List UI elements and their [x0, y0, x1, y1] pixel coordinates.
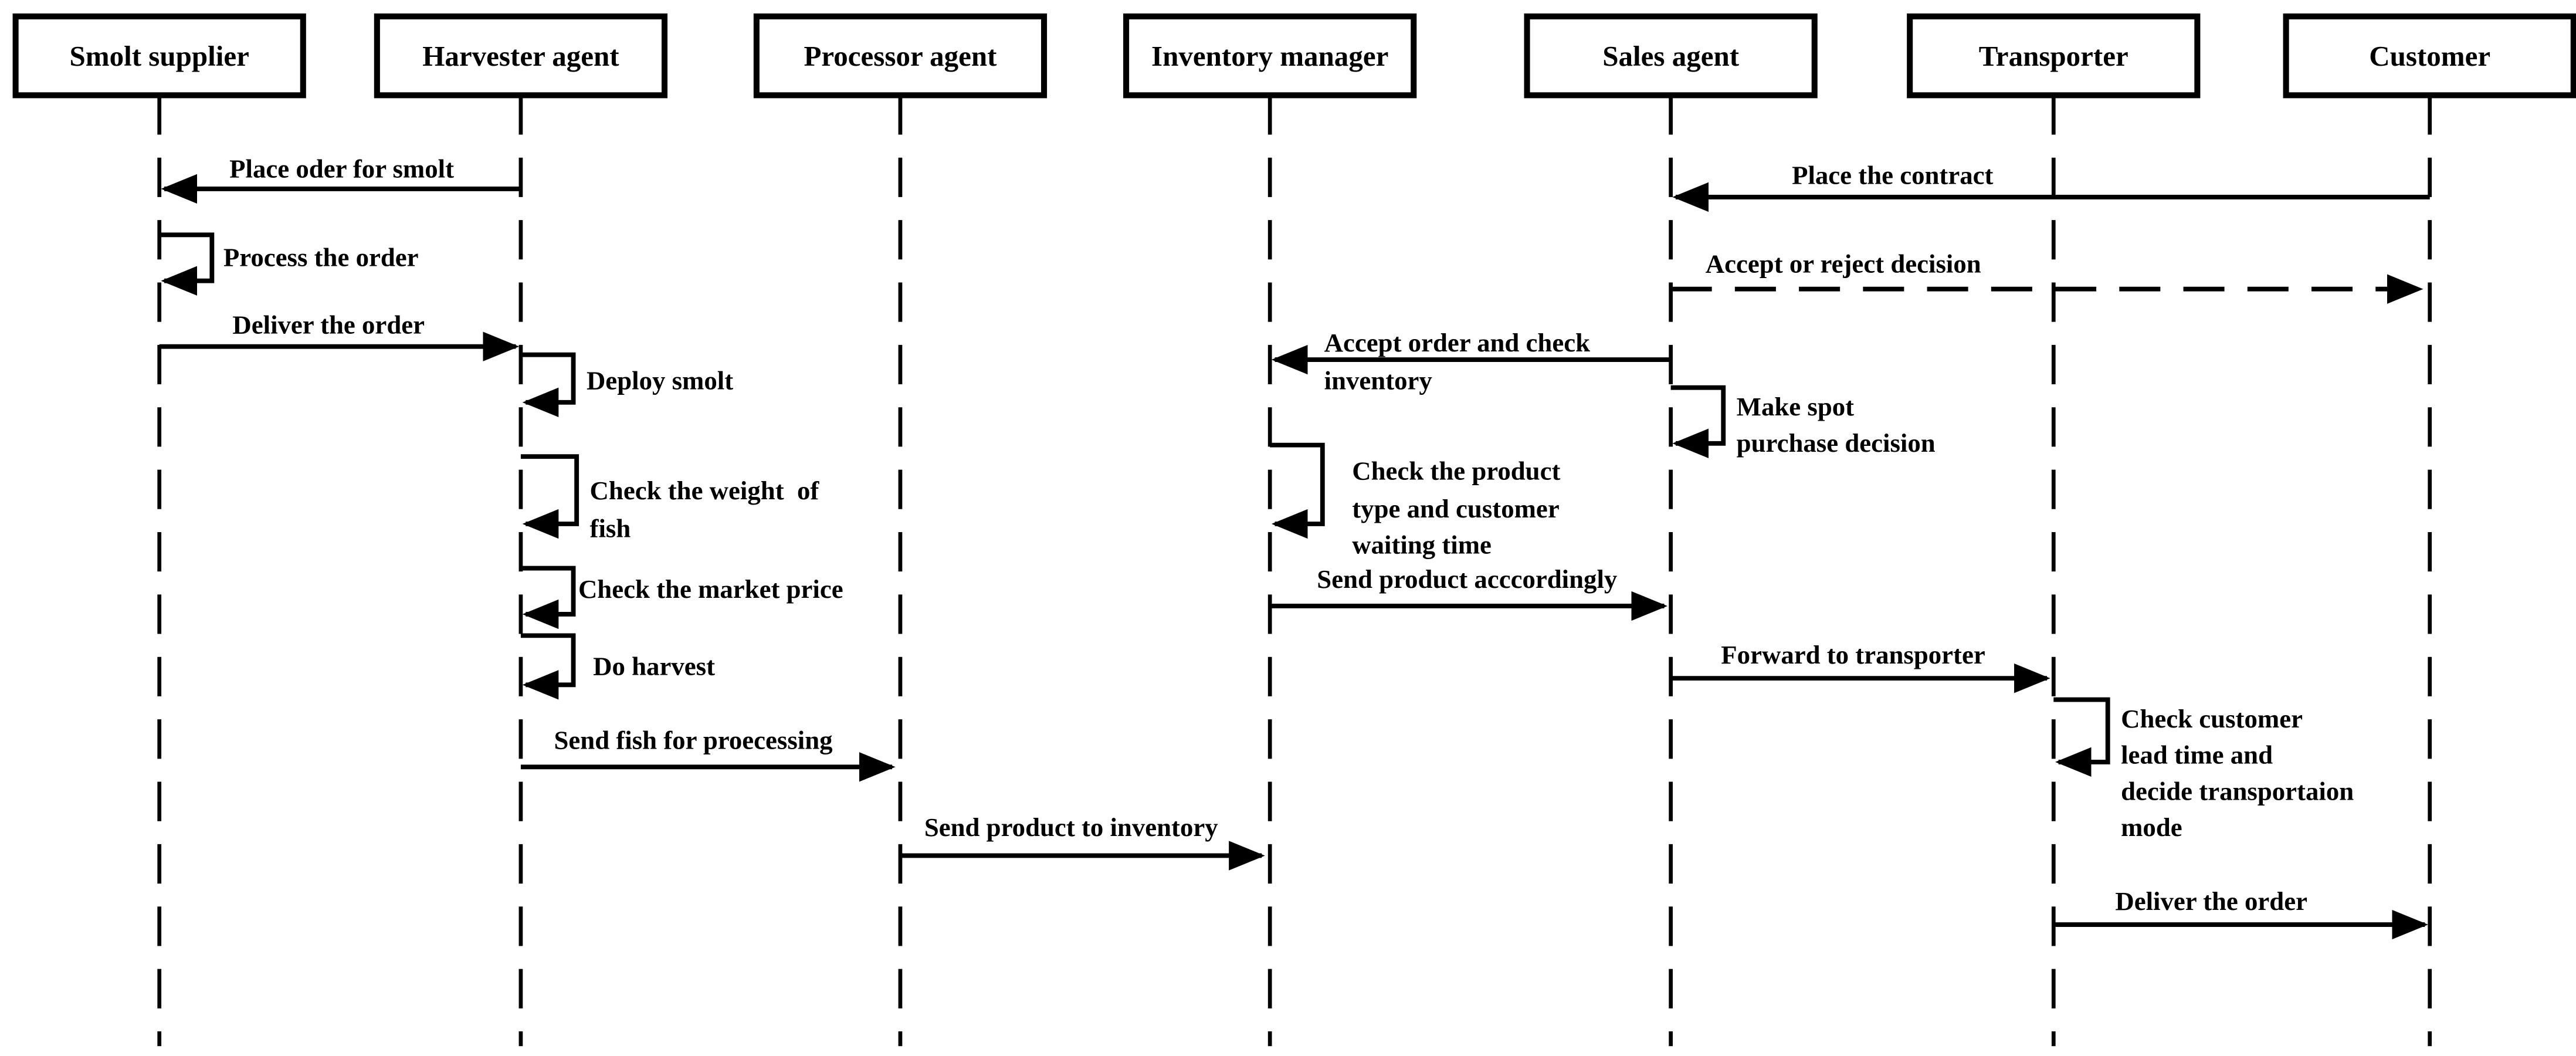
actor-smolt-supplier: Smolt supplier	[12, 13, 306, 99]
message-label-deliver-the-order: Deliver the order	[232, 310, 425, 339]
message-arrow-check-the-product-type	[1270, 442, 1325, 539]
actor-label-customer: Customer	[2369, 40, 2490, 72]
actor-box-harvester-agent	[374, 13, 668, 99]
actor-label-processor-agent: Processor agent	[804, 40, 997, 72]
message-label-forward-to-transporter: Forward to transporter	[1721, 640, 1985, 669]
actor-box-transporter	[1907, 13, 2201, 99]
message-label-send-product-to-inventory: Send product to inventory	[924, 813, 1218, 842]
message-label-deliver-the-order-to-customer: Deliver the order	[2115, 886, 2307, 916]
message-check-the-market-price: Check the market price	[520, 566, 843, 629]
message-arrow-check-the-market-price	[520, 566, 576, 629]
message-label-accept-order-and-check-inventory-line1: Accept order and check	[1324, 328, 1591, 357]
message-label-send-fish-for-proecessing: Send fish for proecessing	[554, 726, 832, 755]
actor-label-harvester-agent: Harvester agent	[422, 40, 619, 72]
message-label-make-spot-purchase-decision-line1: Make spot	[1737, 392, 1854, 421]
message-forward-to-transporter: Forward to transporter	[1670, 640, 2050, 693]
message-arrow-check-the-weight-of-fish	[520, 454, 579, 539]
actor-inventory-manager: Inventory manager	[1123, 13, 1417, 99]
message-send-product-acccordingly: Send product acccordingly	[1270, 564, 1668, 621]
message-check-the-weight-of-fish: Check the weight of fish	[520, 454, 820, 543]
actor-label-smolt-supplier: Smolt supplier	[69, 40, 249, 72]
message-label-make-spot-purchase-decision-line2: purchase decision	[1737, 428, 1936, 458]
message-process-the-order: Process the order	[159, 232, 419, 296]
message-do-harvest: Do harvest	[520, 633, 715, 700]
actor-transporter: Transporter	[1907, 13, 2201, 99]
message-arrow-do-harvest	[520, 633, 576, 700]
message-label-check-the-product-type-line2: type and customer	[1352, 494, 1559, 523]
actor-box-inventory-manager	[1123, 13, 1417, 99]
message-label-check-customer-lead-time-line2: lead time and	[2121, 740, 2273, 770]
message-label-process-the-order: Process the order	[223, 243, 419, 272]
message-label-deploy-smolt: Deploy smolt	[587, 365, 733, 395]
message-label-check-the-weight-of-fish-line1: Check the weight of	[590, 476, 820, 505]
message-label-check-the-product-type-line1: Check the product	[1352, 456, 1560, 485]
message-arrow-deploy-smolt	[520, 352, 576, 418]
actor-label-transporter: Transporter	[1979, 40, 2128, 72]
message-send-fish-for-proecessing: Send fish for proecessing	[520, 726, 896, 782]
message-send-product-to-inventory: Send product to inventory	[900, 813, 1265, 871]
actor-box-sales-agent	[1524, 13, 1818, 99]
message-label-check-the-market-price: Check the market price	[578, 574, 843, 604]
message-accept-or-reject-decision: Accept or reject decision	[1670, 249, 2424, 304]
actor-label-inventory-manager: Inventory manager	[1151, 40, 1388, 72]
message-label-place-oder-for-smolt: Place oder for smolt	[229, 154, 454, 183]
message-place-oder-for-smolt: Place oder for smolt	[161, 154, 521, 204]
message-label-do-harvest: Do harvest	[593, 652, 715, 681]
message-label-check-the-weight-of-fish-line2: fish	[590, 513, 631, 543]
actor-label-sales-agent: Sales agent	[1602, 40, 1740, 72]
actor-box-processor-agent	[753, 13, 1048, 99]
actor-sales-agent: Sales agent	[1524, 13, 1818, 99]
message-make-spot-purchase-decision: Make spot purchase decision	[1670, 385, 1936, 459]
actor-processor-agent: Processor agent	[753, 13, 1048, 99]
message-label-accept-or-reject-decision: Accept or reject decision	[1706, 249, 1981, 279]
message-label-send-product-acccordingly: Send product acccordingly	[1317, 564, 1617, 594]
message-label-accept-order-and-check-inventory-line2: inventory	[1324, 365, 1432, 395]
message-arrow-make-spot-purchase-decision	[1670, 385, 1726, 459]
message-label-check-customer-lead-time-line3: decide transportaion	[2121, 776, 2354, 805]
message-label-place-the-contract: Place the contract	[1792, 161, 1993, 190]
actor-box-smolt-supplier	[12, 13, 306, 99]
message-deploy-smolt: Deploy smolt	[520, 352, 733, 418]
actor-harvester-agent: Harvester agent	[374, 13, 668, 99]
actor-box-customer	[2283, 13, 2576, 99]
message-arrow-check-customer-lead-time	[2053, 697, 2110, 777]
message-deliver-the-order-to-customer: Deliver the order	[2053, 886, 2428, 940]
message-check-the-product-type: Check the product type and customer wait…	[1270, 442, 1560, 559]
message-label-check-customer-lead-time-line4: mode	[2121, 813, 2182, 842]
message-accept-order-and-check-inventory: Accept order and check inventory	[1271, 328, 1671, 395]
actor-customer: Customer	[2283, 13, 2576, 99]
message-deliver-the-order: Deliver the order	[159, 310, 520, 361]
message-place-the-contract: Place the contract	[1672, 161, 2430, 212]
message-check-customer-lead-time: Check customer lead time and decide tran…	[2053, 697, 2354, 842]
message-arrow-process-the-order	[159, 232, 215, 296]
message-label-check-the-product-type-line3: waiting time	[1352, 530, 1492, 559]
message-label-check-customer-lead-time-line1: Check customer	[2121, 704, 2303, 733]
